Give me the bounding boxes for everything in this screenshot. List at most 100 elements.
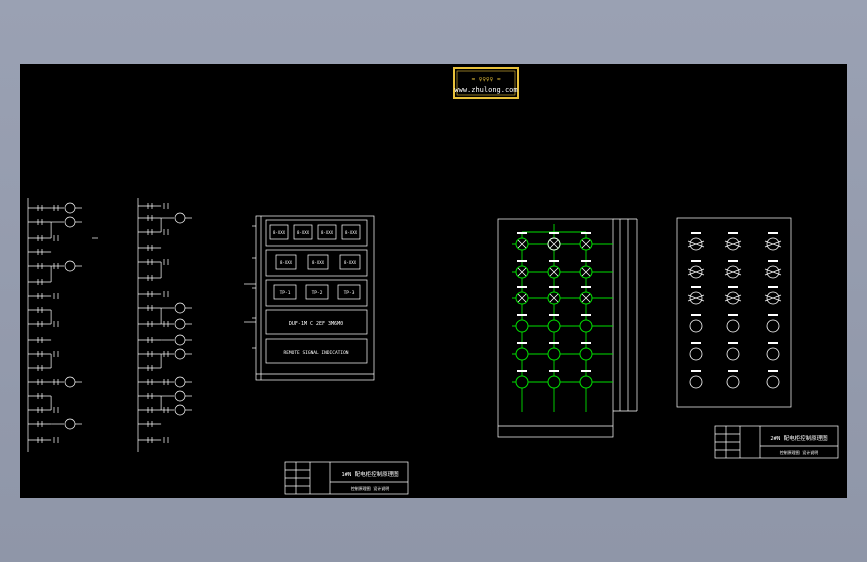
lamp-cross [517, 293, 527, 303]
lamp-label-mark [581, 232, 591, 234]
cabinet-meter [293, 224, 313, 240]
lamp-label-mark [549, 342, 559, 344]
lamp-cross [549, 267, 559, 277]
ladder-diagram-2 [137, 198, 192, 452]
ladder-diagram-1 [27, 198, 98, 452]
indicator-lamp [515, 347, 529, 361]
lamp-label-mark [768, 370, 778, 372]
lamp-label-mark [768, 260, 778, 262]
ladder-coil [174, 348, 186, 360]
ladder-coil [64, 376, 76, 388]
lamp-cross [549, 293, 559, 303]
lamp-cross [764, 240, 782, 248]
lamp-label-mark [691, 260, 701, 262]
lamp-label-mark [728, 314, 738, 316]
cabinet-selector [273, 284, 297, 300]
ladder-coil [174, 376, 186, 388]
lamp-label-mark [768, 232, 778, 234]
lamp-label-mark [768, 286, 778, 288]
ladder-coil [174, 334, 186, 346]
lamp-cross [517, 267, 527, 277]
indicator-lamps-grid [515, 232, 593, 389]
logo-url: www.zhulong.com [454, 86, 517, 94]
main-switch [547, 237, 561, 251]
lamp-label-mark [517, 260, 527, 262]
ladder-coil [64, 260, 76, 272]
lamp-label-mark [549, 286, 559, 288]
cabinet-meter [317, 224, 337, 240]
lamp-cross [687, 240, 705, 248]
lamp-label-mark [517, 286, 527, 288]
lamp-cross [724, 268, 742, 276]
lamp-label-mark [517, 232, 527, 234]
lamp-label-mark [728, 260, 738, 262]
right-indicator-lamp [689, 265, 703, 279]
lamp-cross [687, 268, 705, 276]
ladder-coil [174, 390, 186, 402]
lamp-label-mark [581, 370, 591, 372]
cabinet-selector-label: TP-2 [312, 290, 323, 296]
lamp-label-mark [768, 314, 778, 316]
indicator-wiring-panel [497, 218, 638, 438]
lamp-cross [517, 239, 527, 249]
cad-drawing-canvas[interactable]: ≈ ♀♀♀♀ ≈ www.zhulong.com 8-XXX 8-XXX 8-XXX… [20, 64, 847, 498]
right-indicator-lamp [766, 291, 780, 305]
cabinet-meter-label: 8-XXX [273, 230, 286, 235]
cabinet-switch [275, 254, 297, 270]
right-indicator-lamp [689, 375, 703, 389]
cabinet-label-2: REMOTE SIGNAL INDICATION [283, 350, 348, 356]
indicator-lamps-right [687, 232, 782, 389]
cabinet-meter-label: 8-XXX [297, 230, 310, 235]
lamp-label-mark [768, 342, 778, 344]
right-indicator-lamp [766, 265, 780, 279]
indicator-lamp [547, 375, 561, 389]
indicator-lamp [515, 375, 529, 389]
zhulong-logo: ≈ ♀♀♀♀ ≈ www.zhulong.com [453, 67, 519, 99]
title-block-1-title: 1#N 配电柜控制原理图 [341, 470, 399, 478]
lamp-label-mark [581, 260, 591, 262]
right-indicator-lamp [766, 319, 780, 333]
indicator-lamp [579, 319, 593, 333]
lamp-label-mark [691, 232, 701, 234]
cabinet-switch [307, 254, 329, 270]
cabinet-meter-label: 8-XXX [321, 230, 334, 235]
lamp-cross [724, 294, 742, 302]
cabinet-switch [339, 254, 361, 270]
lamp-label-mark [581, 342, 591, 344]
ladder-coil [174, 404, 186, 416]
right-indicator-lamp [689, 237, 703, 251]
cabinet-selector-label: TP-1 [280, 290, 291, 296]
right-indicator-lamp [766, 237, 780, 251]
right-indicator-lamp [726, 319, 740, 333]
ladder-coil [64, 418, 76, 430]
cabinet-selector-label: TP-3 [344, 290, 355, 296]
lamp-label-mark [517, 370, 527, 372]
lamp-cross [581, 239, 591, 249]
lamp-label-mark [549, 232, 559, 234]
right-indicator-lamp [726, 237, 740, 251]
cabinet-label-1: DUF-1M C 2EF 3M6M0 [289, 321, 343, 327]
ladder-coil [174, 302, 186, 314]
title-block-2-subtitle: 控制原理图 设计说明 [780, 449, 818, 455]
lamp-cross [549, 239, 559, 249]
lamp-label-mark [549, 370, 559, 372]
right-indicator-lamp [726, 265, 740, 279]
lamp-cross [764, 294, 782, 302]
lamp-cross [687, 294, 705, 302]
right-indicator-lamp [766, 375, 780, 389]
indicator-lamp [515, 319, 529, 333]
indicator-lamp [579, 347, 593, 361]
title-block-2 [714, 425, 839, 459]
lamp-label-mark [581, 286, 591, 288]
cabinet-meter [341, 224, 361, 240]
lamp-cross [724, 240, 742, 248]
lamp-label-mark [549, 260, 559, 262]
lamp-cross [764, 268, 782, 276]
cabinet-switch-label: 8-XXX [344, 260, 357, 265]
right-indicator-lamp [726, 291, 740, 305]
logo-text-1: ≈ ♀♀♀♀ ≈ [472, 76, 501, 83]
lamp-label-mark [691, 314, 701, 316]
lamp-label-mark [728, 286, 738, 288]
cabinet-front-panel [244, 215, 375, 381]
